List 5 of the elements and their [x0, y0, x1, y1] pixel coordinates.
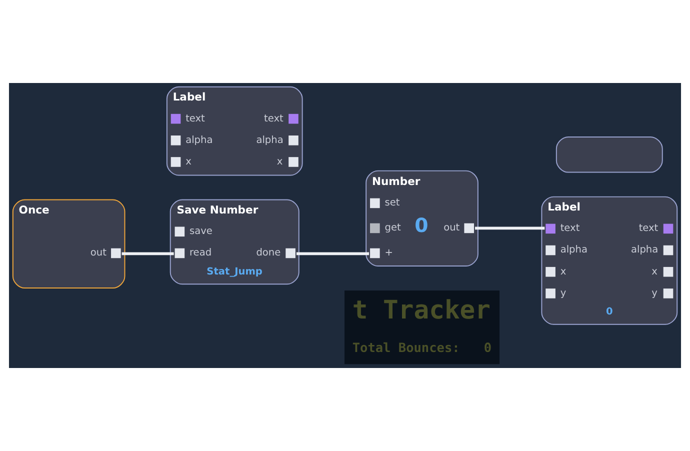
node-box: t Tracker Total Bounces: 0 — [344, 290, 500, 364]
node-box — [556, 136, 663, 173]
connector — [122, 252, 174, 256]
connector — [296, 252, 370, 256]
connector — [475, 226, 545, 230]
